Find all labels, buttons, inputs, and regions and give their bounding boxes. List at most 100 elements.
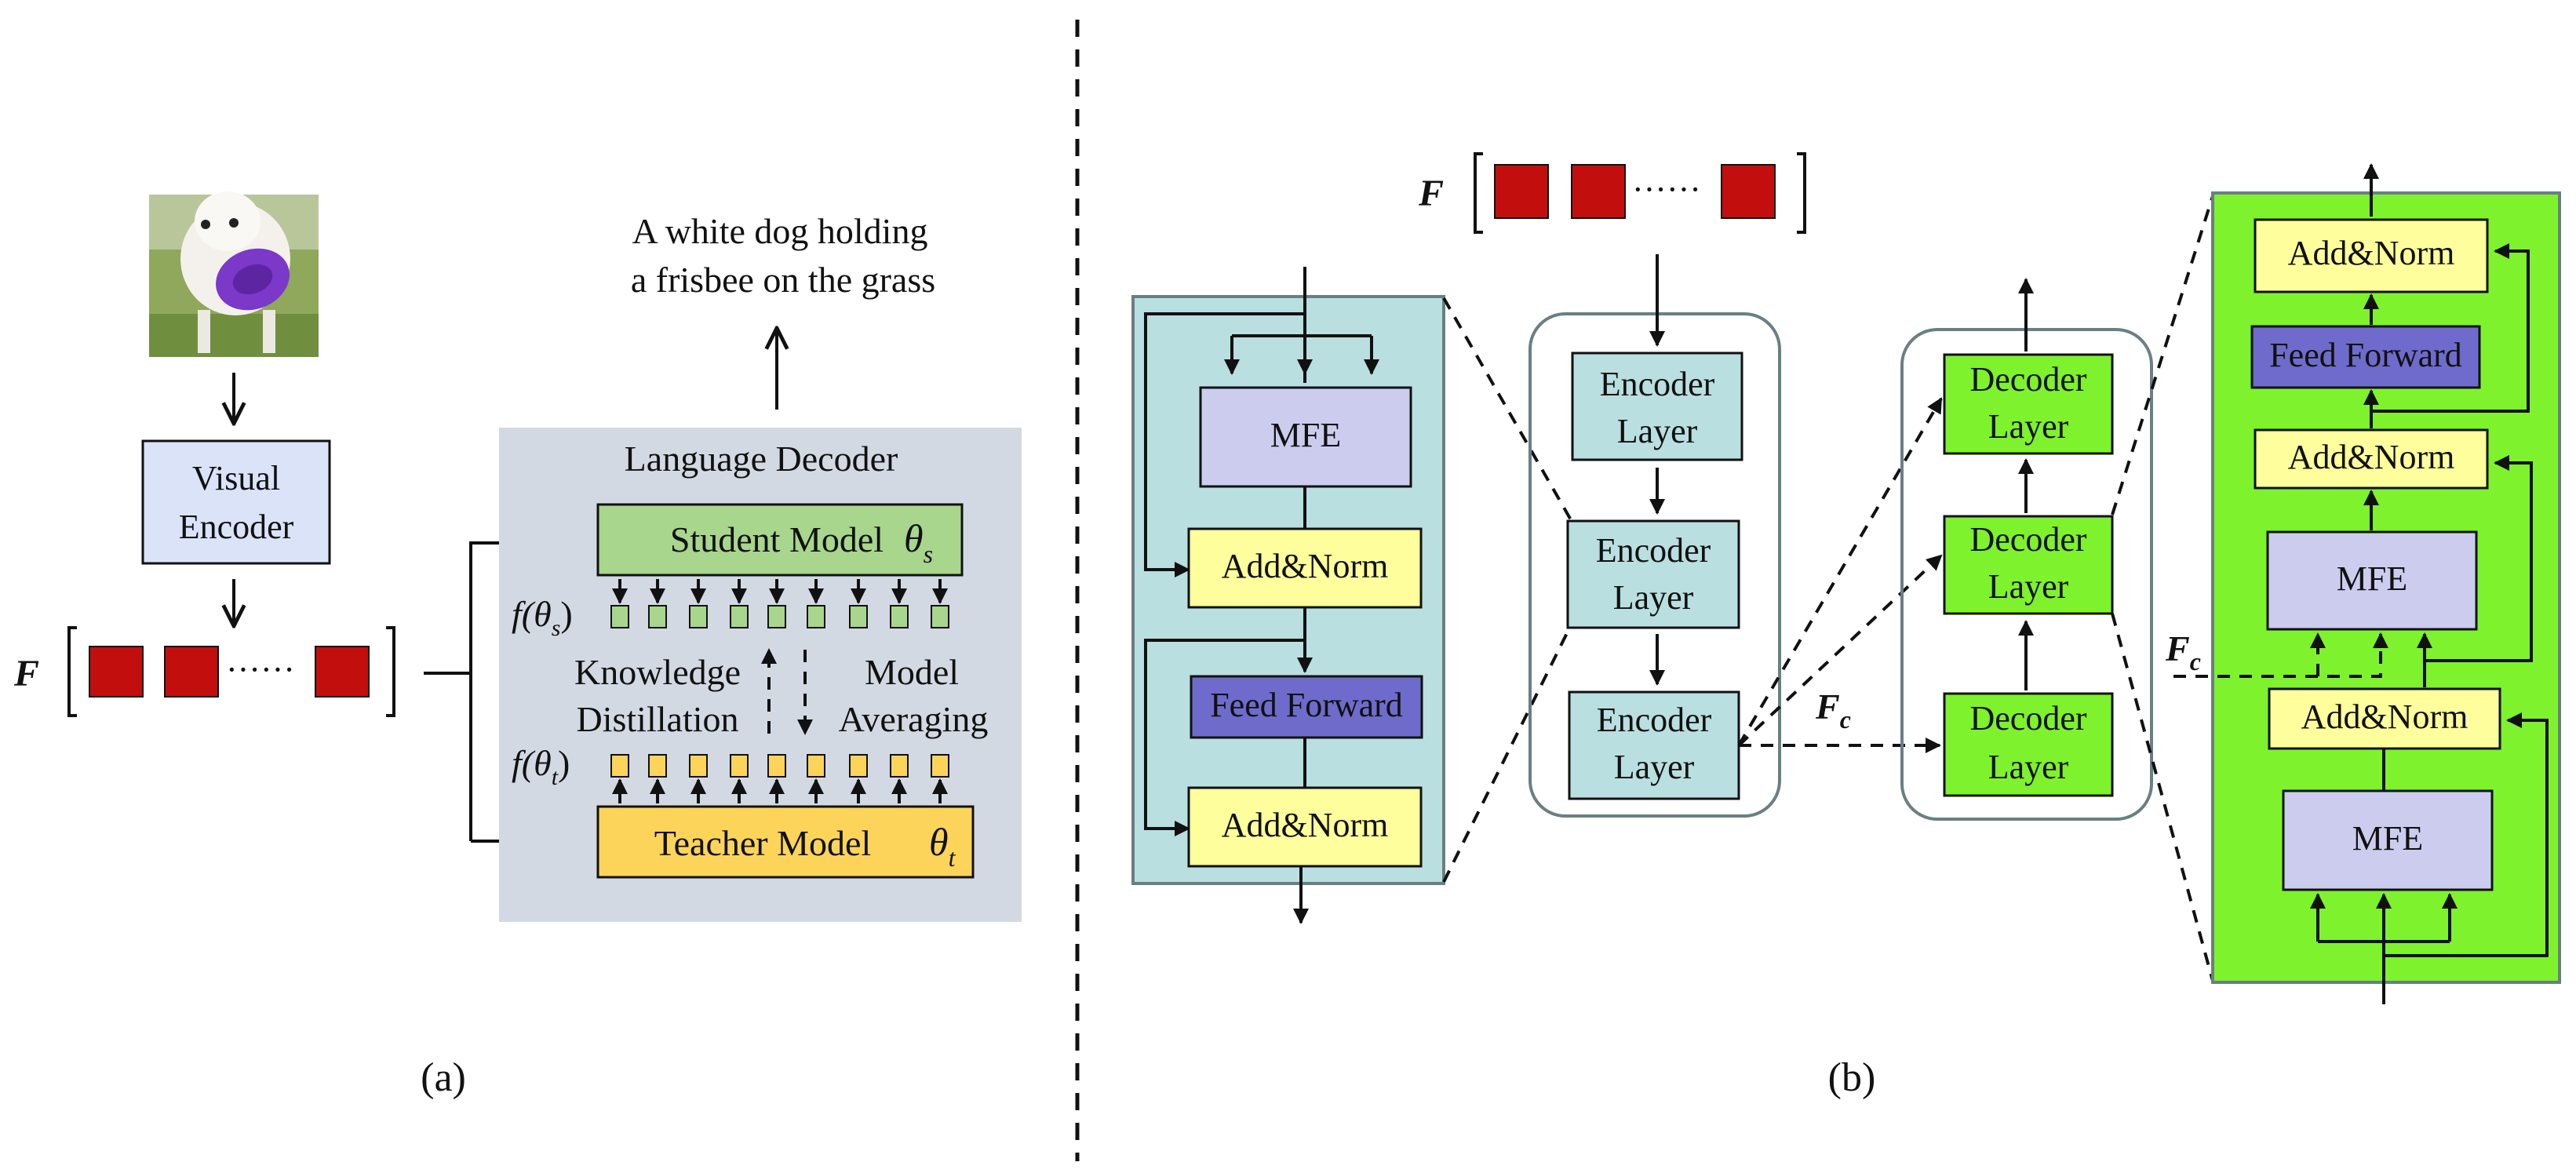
encoder-layer-label: Layer (1613, 578, 1694, 617)
knowledge-label-2: Distillation (577, 699, 739, 739)
output-token (931, 754, 949, 778)
add-norm-box (1187, 786, 1423, 868)
teacher-model-label: Teacher Model (654, 823, 871, 863)
add-norm-box (2254, 428, 2489, 490)
teacher-theta: θt (929, 820, 956, 872)
fc-arrow-to-decoder-2 (1737, 554, 1943, 747)
averaging-label-2: Averaging (839, 699, 989, 739)
output-token (767, 754, 786, 778)
encoder-stack (1528, 312, 1781, 818)
output-token (730, 754, 749, 778)
decoder-layer-label: Layer (1988, 407, 2069, 446)
caption-a: (a) (421, 1055, 466, 1100)
decoder-layer-label: Decoder (1969, 520, 2086, 559)
mfe-box (2282, 789, 2494, 891)
residual-1 (1144, 312, 1305, 577)
feed-forward-box (1190, 675, 1423, 739)
output-token (648, 754, 667, 778)
teacher-model-box (596, 805, 975, 879)
encoder-layer-label: Encoder (1597, 701, 1712, 739)
decoder-layer-label: Layer (1988, 567, 2069, 606)
zoom-line (1442, 631, 1569, 883)
student-model-label: Student Model (670, 519, 884, 559)
add-norm-box (2254, 218, 2489, 293)
student-theta: θs (904, 516, 933, 568)
output-token (890, 605, 909, 628)
decoder-layer (1943, 692, 2114, 797)
output-token (849, 605, 868, 628)
left-bracket-b (1474, 152, 1483, 234)
encoder-layer (1568, 690, 1740, 800)
mfe-label: MFE (2352, 819, 2423, 858)
feature-dots-b: ······ (1632, 170, 1701, 209)
output-token (689, 754, 708, 778)
feed-forward-box (2250, 325, 2481, 389)
feed-forward-label: Feed Forward (1210, 686, 1403, 724)
add-norm-label: Add&Norm (2288, 438, 2455, 476)
fc-arrow-to-decoder-1 (1737, 397, 1943, 747)
language-decoder-title: Language Decoder (625, 439, 898, 479)
right-bracket-b (1797, 152, 1806, 234)
feature-label-b: F (1418, 173, 1444, 214)
decoder-layer-label: Decoder (1969, 360, 2086, 399)
residual (2371, 243, 2530, 413)
feature-token (164, 646, 219, 698)
zoom-line (2111, 613, 2214, 982)
caption-b: (b) (1828, 1055, 1876, 1100)
left-bracket-a (67, 626, 77, 717)
mfe-box (1199, 386, 1412, 488)
zoom-line (1442, 297, 1574, 523)
caption-line-2: a frisbee on the grass (631, 260, 935, 300)
output-token (610, 605, 629, 628)
visual-encoder-box (141, 439, 331, 565)
encoder-layer-label: Encoder (1600, 365, 1715, 403)
add-norm-box (1187, 527, 1423, 609)
output-token (931, 605, 949, 628)
caption-line-1: A white dog holding (632, 211, 928, 251)
mfe-label: MFE (1270, 416, 1341, 454)
output-token (767, 605, 786, 628)
output-token (890, 754, 909, 778)
add-norm-label: Add&Norm (1222, 547, 1389, 585)
right-bracket-a (386, 626, 395, 717)
feature-token (1494, 164, 1549, 219)
zoom-line (2111, 195, 2214, 515)
encoder-layer (1566, 519, 1740, 629)
add-norm-label: Add&Norm (2288, 234, 2455, 272)
output-token (610, 754, 629, 778)
feature-token (1571, 164, 1626, 219)
decoder-layer-label: Layer (1988, 748, 2069, 786)
f-theta-t: f(θt) (512, 743, 570, 790)
residual (2384, 712, 2549, 957)
fc-into-mfe (2173, 659, 2382, 678)
decoder-layer (1943, 515, 2114, 615)
encoder-layer-label: Layer (1614, 748, 1695, 786)
f-theta-s: f(θs) (512, 594, 573, 641)
decoder-layer-label: Decoder (1969, 699, 2086, 738)
output-token (648, 605, 667, 628)
feature-token (1721, 164, 1776, 219)
encoder-layer (1571, 352, 1743, 461)
visual-encoder-label-1: Visual (192, 459, 280, 497)
averaging-label-1: Model (865, 652, 959, 692)
residual-2 (1144, 639, 1305, 836)
panel-b: F ······ MFE Add&Norm Feed Forward Add&N… (1131, 152, 2561, 1100)
feature-token (89, 646, 144, 698)
output-token (689, 605, 708, 628)
teacher-token-row (610, 754, 949, 803)
add-norm-label: Add&Norm (2301, 698, 2469, 736)
feature-dots-a: ······ (226, 650, 295, 689)
panel-a: Visual Encoder F ······ Language Decoder… (13, 191, 1022, 1100)
encoder-layer-label: Layer (1617, 412, 1698, 450)
dog-image (149, 191, 319, 357)
encoder-layer-label: Encoder (1596, 531, 1711, 570)
add-norm-label: Add&Norm (1222, 806, 1389, 844)
output-token (807, 754, 825, 778)
visual-encoder-label-2: Encoder (179, 508, 294, 546)
mfe-box (2266, 530, 2478, 631)
add-norm-box (2268, 687, 2501, 750)
student-model-box (596, 503, 964, 577)
decoder-layer (1943, 353, 2114, 455)
feed-forward-label: Feed Forward (2269, 336, 2462, 374)
